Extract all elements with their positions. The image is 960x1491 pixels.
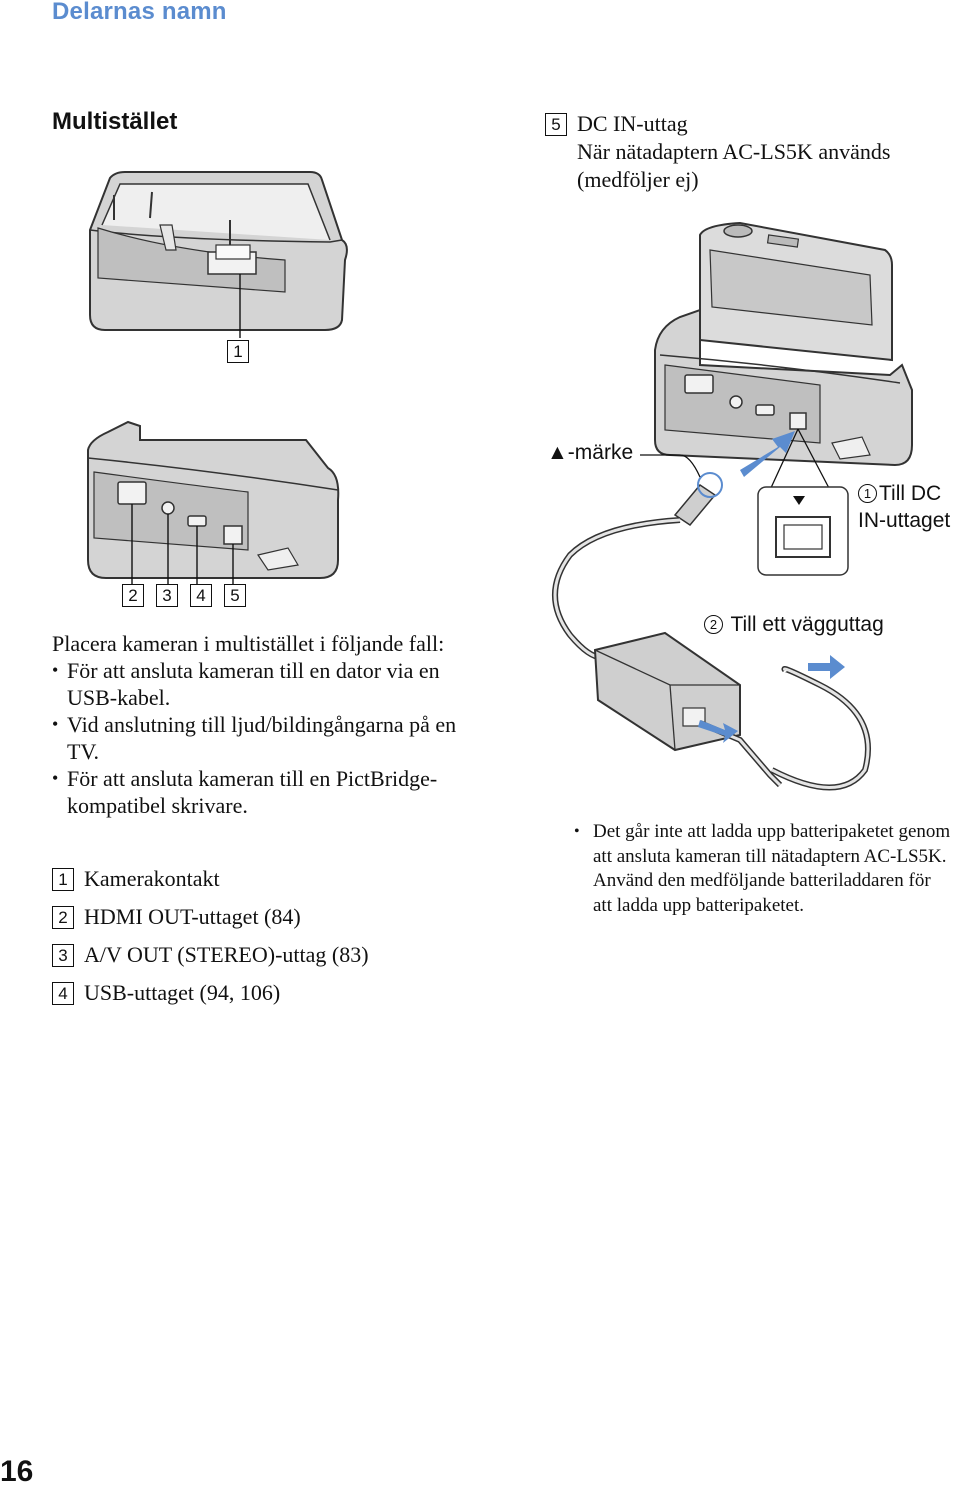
parts-item: 4 USB-uttaget (94, 106) <box>52 974 369 1012</box>
page-header-title: Delarnas namn <box>52 0 227 25</box>
callout-number-3: 3 <box>156 584 178 607</box>
part-number: 3 <box>52 943 74 967</box>
front-callouts: 2 3 4 5 <box>122 584 246 607</box>
callout-number-5: 5 <box>545 112 567 136</box>
note-text: Det går inte att ladda upp batteripakete… <box>593 821 951 916</box>
to-dc-in-line1: Till DC <box>879 482 942 505</box>
callout-number-4: 4 <box>190 584 212 607</box>
dock-front-illustration <box>87 420 340 585</box>
parts-item: 2 HDMI OUT-uttaget (84) <box>52 898 369 936</box>
dock-top-illustration <box>89 171 348 338</box>
to-outlet-text: Till ett vägguttag <box>730 613 884 636</box>
part-number: 4 <box>52 981 74 1005</box>
part-label: A/V OUT (STEREO)-uttag (83) <box>84 942 369 967</box>
callout-number-1: 1 <box>227 340 249 363</box>
parts-list: 1 Kamerakontakt 2 HDMI OUT-uttaget (84) … <box>52 860 369 1012</box>
parts-item: 3 A/V OUT (STEREO)-uttag (83) <box>52 936 369 974</box>
dc-in-title: DC IN-uttag <box>577 111 688 136</box>
part-label: Kamerakontakt <box>84 866 220 891</box>
circled-number-1: 1 <box>858 484 877 503</box>
dc-in-line2: När nätadaptern AC-LS5K används <box>577 139 891 164</box>
camera-dock-adapter-illustration <box>552 221 913 791</box>
section-title: Multistället <box>52 108 178 135</box>
part-number: 1 <box>52 867 74 891</box>
part-number: 2 <box>52 905 74 929</box>
intro-bullet: För att ansluta kameran till en dator vi… <box>52 657 492 711</box>
note: • Det går inte att ladda upp batteripake… <box>574 820 954 918</box>
intro-bullet-list: För att ansluta kameran till en dator vi… <box>52 657 492 819</box>
mark-label: ▲-märke <box>547 441 634 464</box>
page-number: 16 <box>0 1455 34 1488</box>
intro-text: Placera kameran i multistället i följand… <box>52 630 492 819</box>
part-label: HDMI OUT-uttaget (84) <box>84 904 301 929</box>
dc-in-description: 5 DC IN-uttag När nätadaptern AC-LS5K an… <box>545 110 890 194</box>
part-label: USB-uttaget (94, 106) <box>84 980 281 1005</box>
parts-item: 1 Kamerakontakt <box>52 860 369 898</box>
dc-in-line3: (medföljer ej) <box>577 167 699 192</box>
intro-lead: Placera kameran i multistället i följand… <box>52 631 445 656</box>
to-outlet-label: 2 Till ett vägguttag <box>704 613 884 637</box>
intro-bullet: Vid anslutning till ljud/bildingångarna … <box>52 711 492 765</box>
callout-number-2: 2 <box>122 584 144 607</box>
callout-number-5b: 5 <box>224 584 246 607</box>
to-dc-in-line2: IN-uttaget <box>858 509 951 532</box>
intro-bullet: För att ansluta kameran till en PictBrid… <box>52 765 492 819</box>
circled-number-2: 2 <box>704 615 723 634</box>
